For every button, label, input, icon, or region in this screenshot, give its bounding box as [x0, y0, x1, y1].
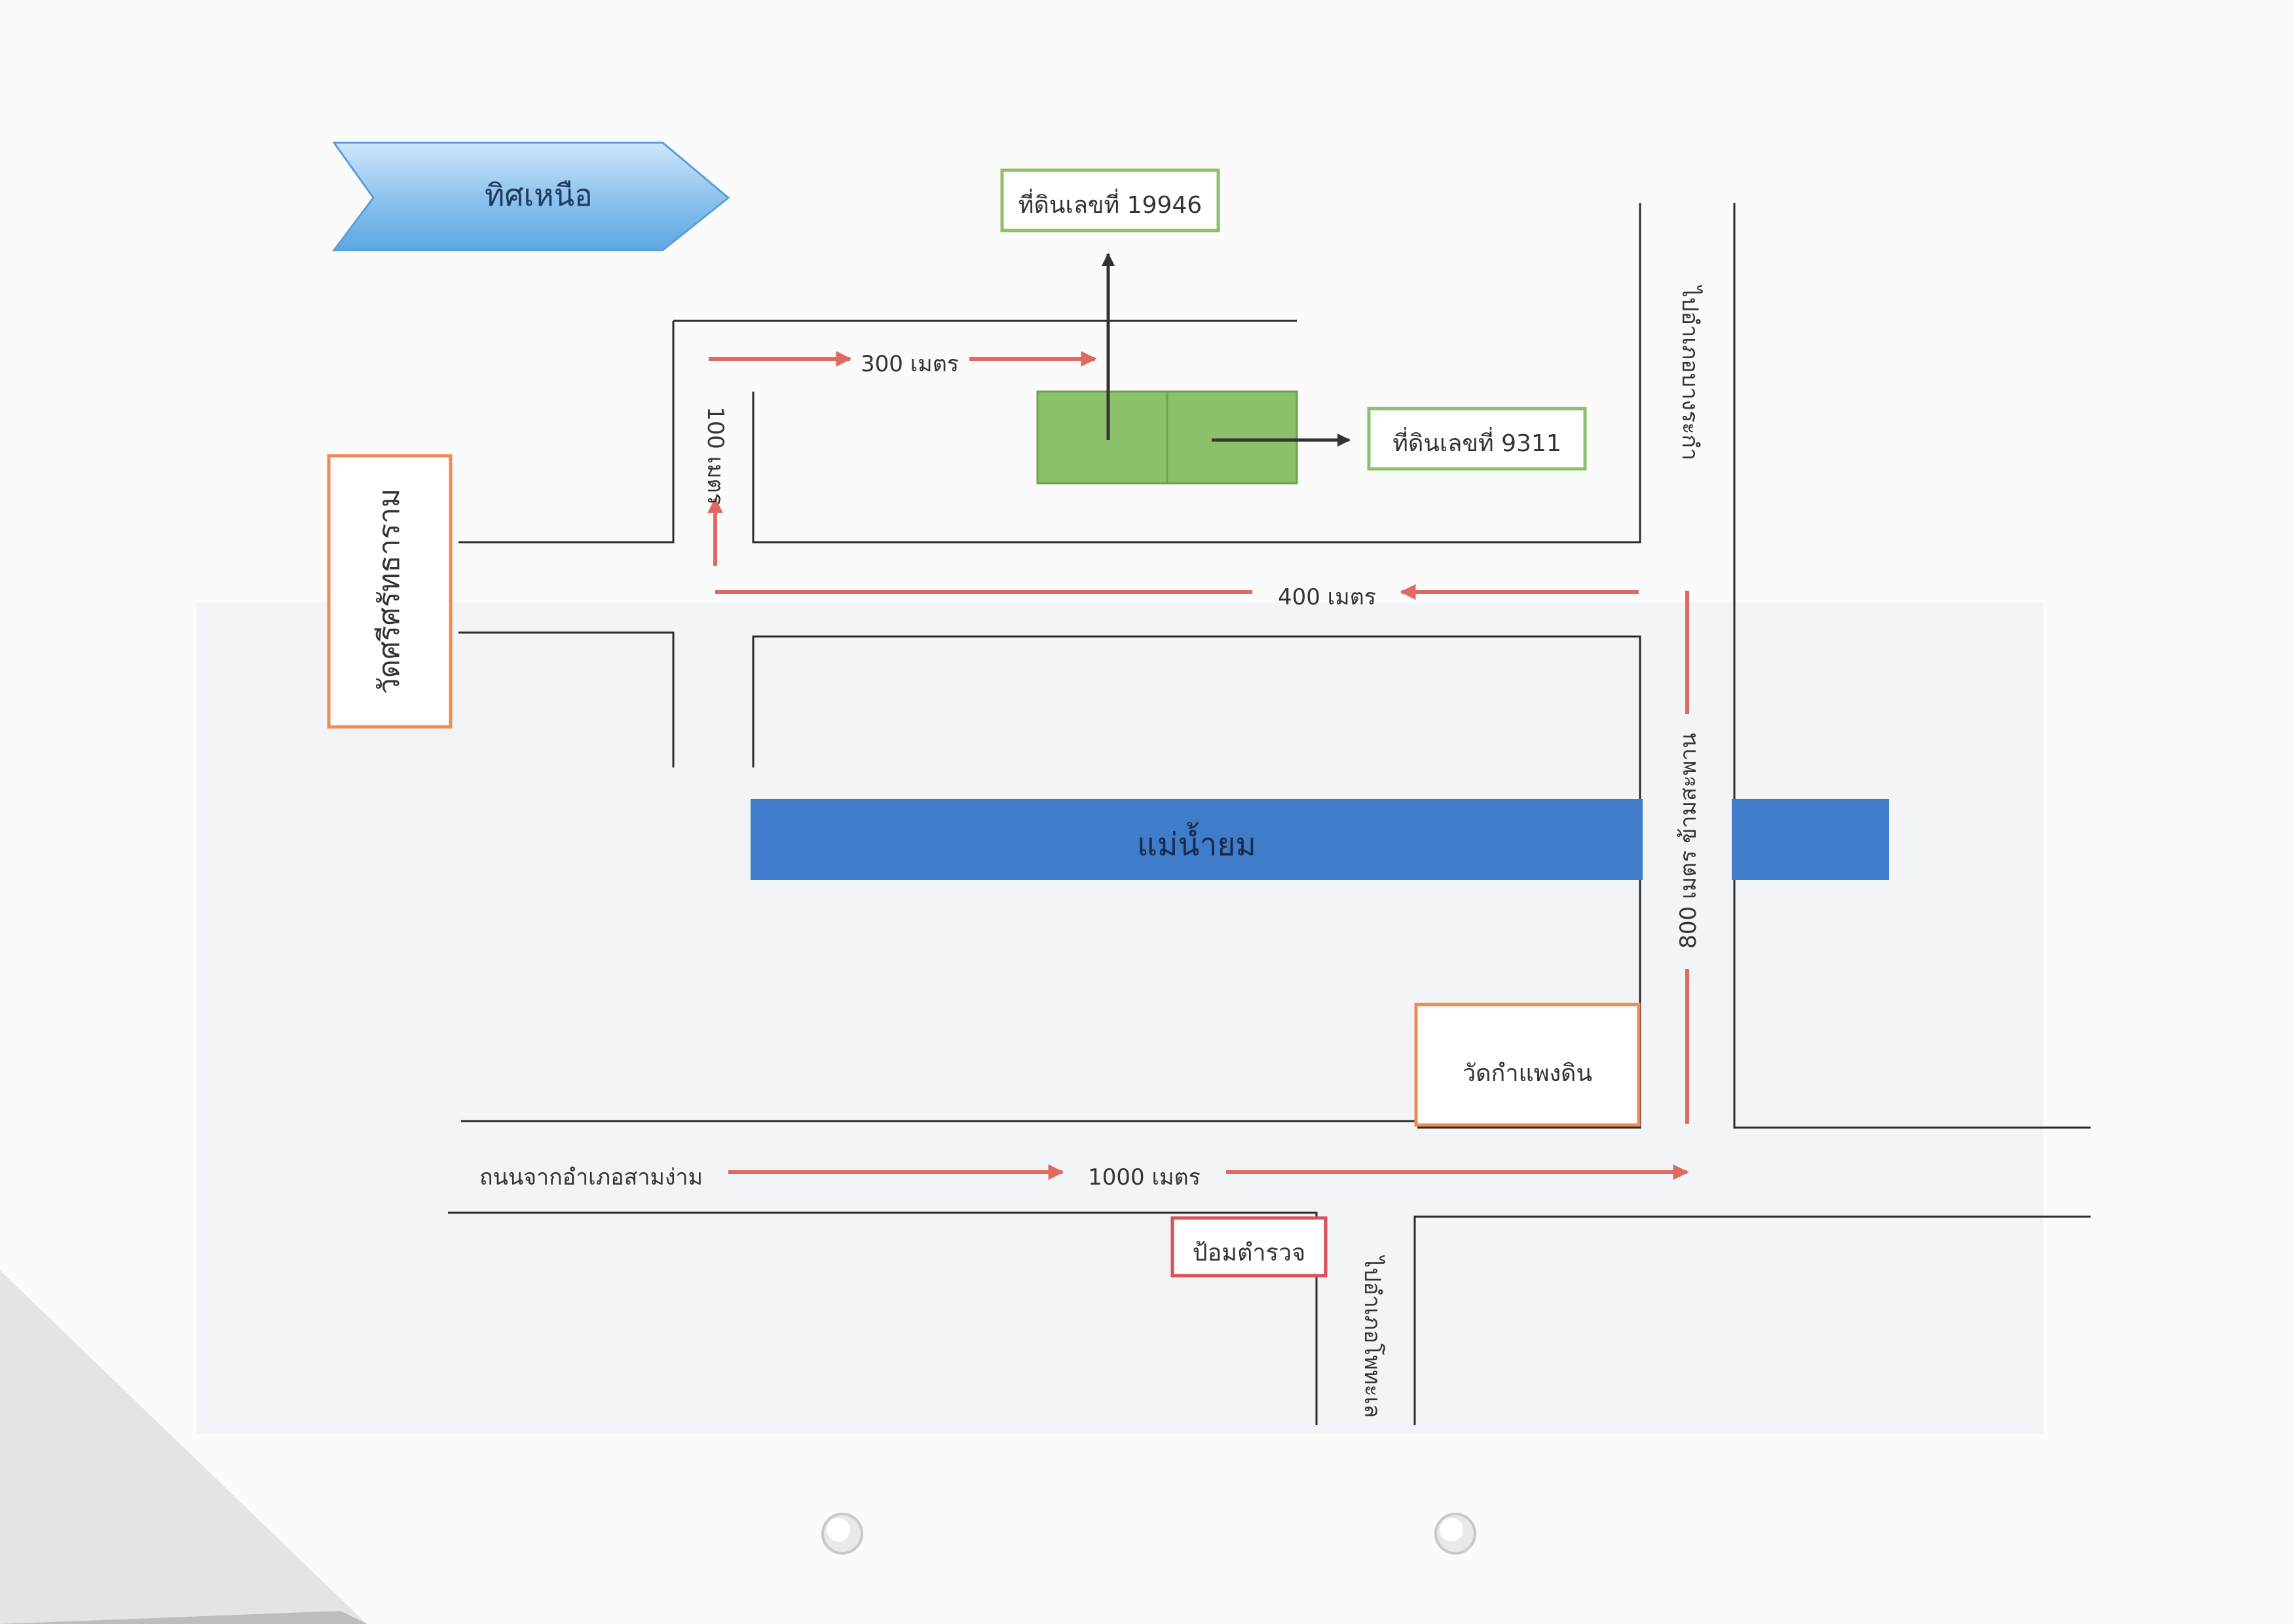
distance-100m: 100 เมตร: [702, 406, 728, 506]
land-plot-9311: [1166, 390, 1298, 485]
plot-9311-label-box: [1367, 407, 1587, 471]
distance-1000m: 1000 เมตร: [1088, 1164, 1201, 1190]
river-west-segment: [751, 799, 1643, 880]
plot-pointer-arrows: [1102, 253, 1351, 447]
temple-west-label: วัดศรีศรัทธาราม: [373, 488, 406, 695]
distance-300m: 300 เมตร: [860, 351, 960, 377]
temple-south-box: [1414, 1003, 1641, 1127]
plot-19946-label-box: [1000, 168, 1220, 232]
temple-south-label: วัดกำแพงดิน: [1462, 1060, 1593, 1087]
police-box-label: ป้อมตำรวจ: [1192, 1240, 1306, 1266]
temple-west-box: [327, 454, 453, 729]
river-label: แม่น้ำยม: [1136, 826, 1257, 863]
land-plot-19946: [1036, 390, 1168, 485]
scan-shadow: [196, 602, 2043, 1434]
folded-corner-edge: [0, 1611, 367, 1624]
route-arrows: [707, 351, 1689, 1180]
road-to-pho-thale-label: ไปอำเภอโพทะเล: [1359, 1256, 1385, 1418]
distance-800m-bridge: 800 เมตร ข้ามสะพาน: [1675, 733, 1702, 949]
distance-400m: 400 เมตร: [1277, 584, 1377, 610]
north-label: ทิศเหนือ: [485, 177, 593, 213]
plot-9311-label: ที่ดินเลขที่ 9311: [1392, 430, 1561, 457]
road-from-sam-ngam-label: ถนนจากอำเภอสามง่าม: [479, 1164, 703, 1190]
folded-corner: [0, 1270, 367, 1624]
binder-holes: [821, 1513, 1476, 1555]
river-east-segment: [1732, 799, 1889, 880]
road-to-bang-rakam-label: ไปอำเภอบางระกำ: [1677, 286, 1703, 461]
police-box: [1170, 1216, 1328, 1278]
plot-19946-label: ที่ดินเลขที่ 19946: [1018, 192, 1203, 219]
north-marker: [332, 141, 730, 251]
